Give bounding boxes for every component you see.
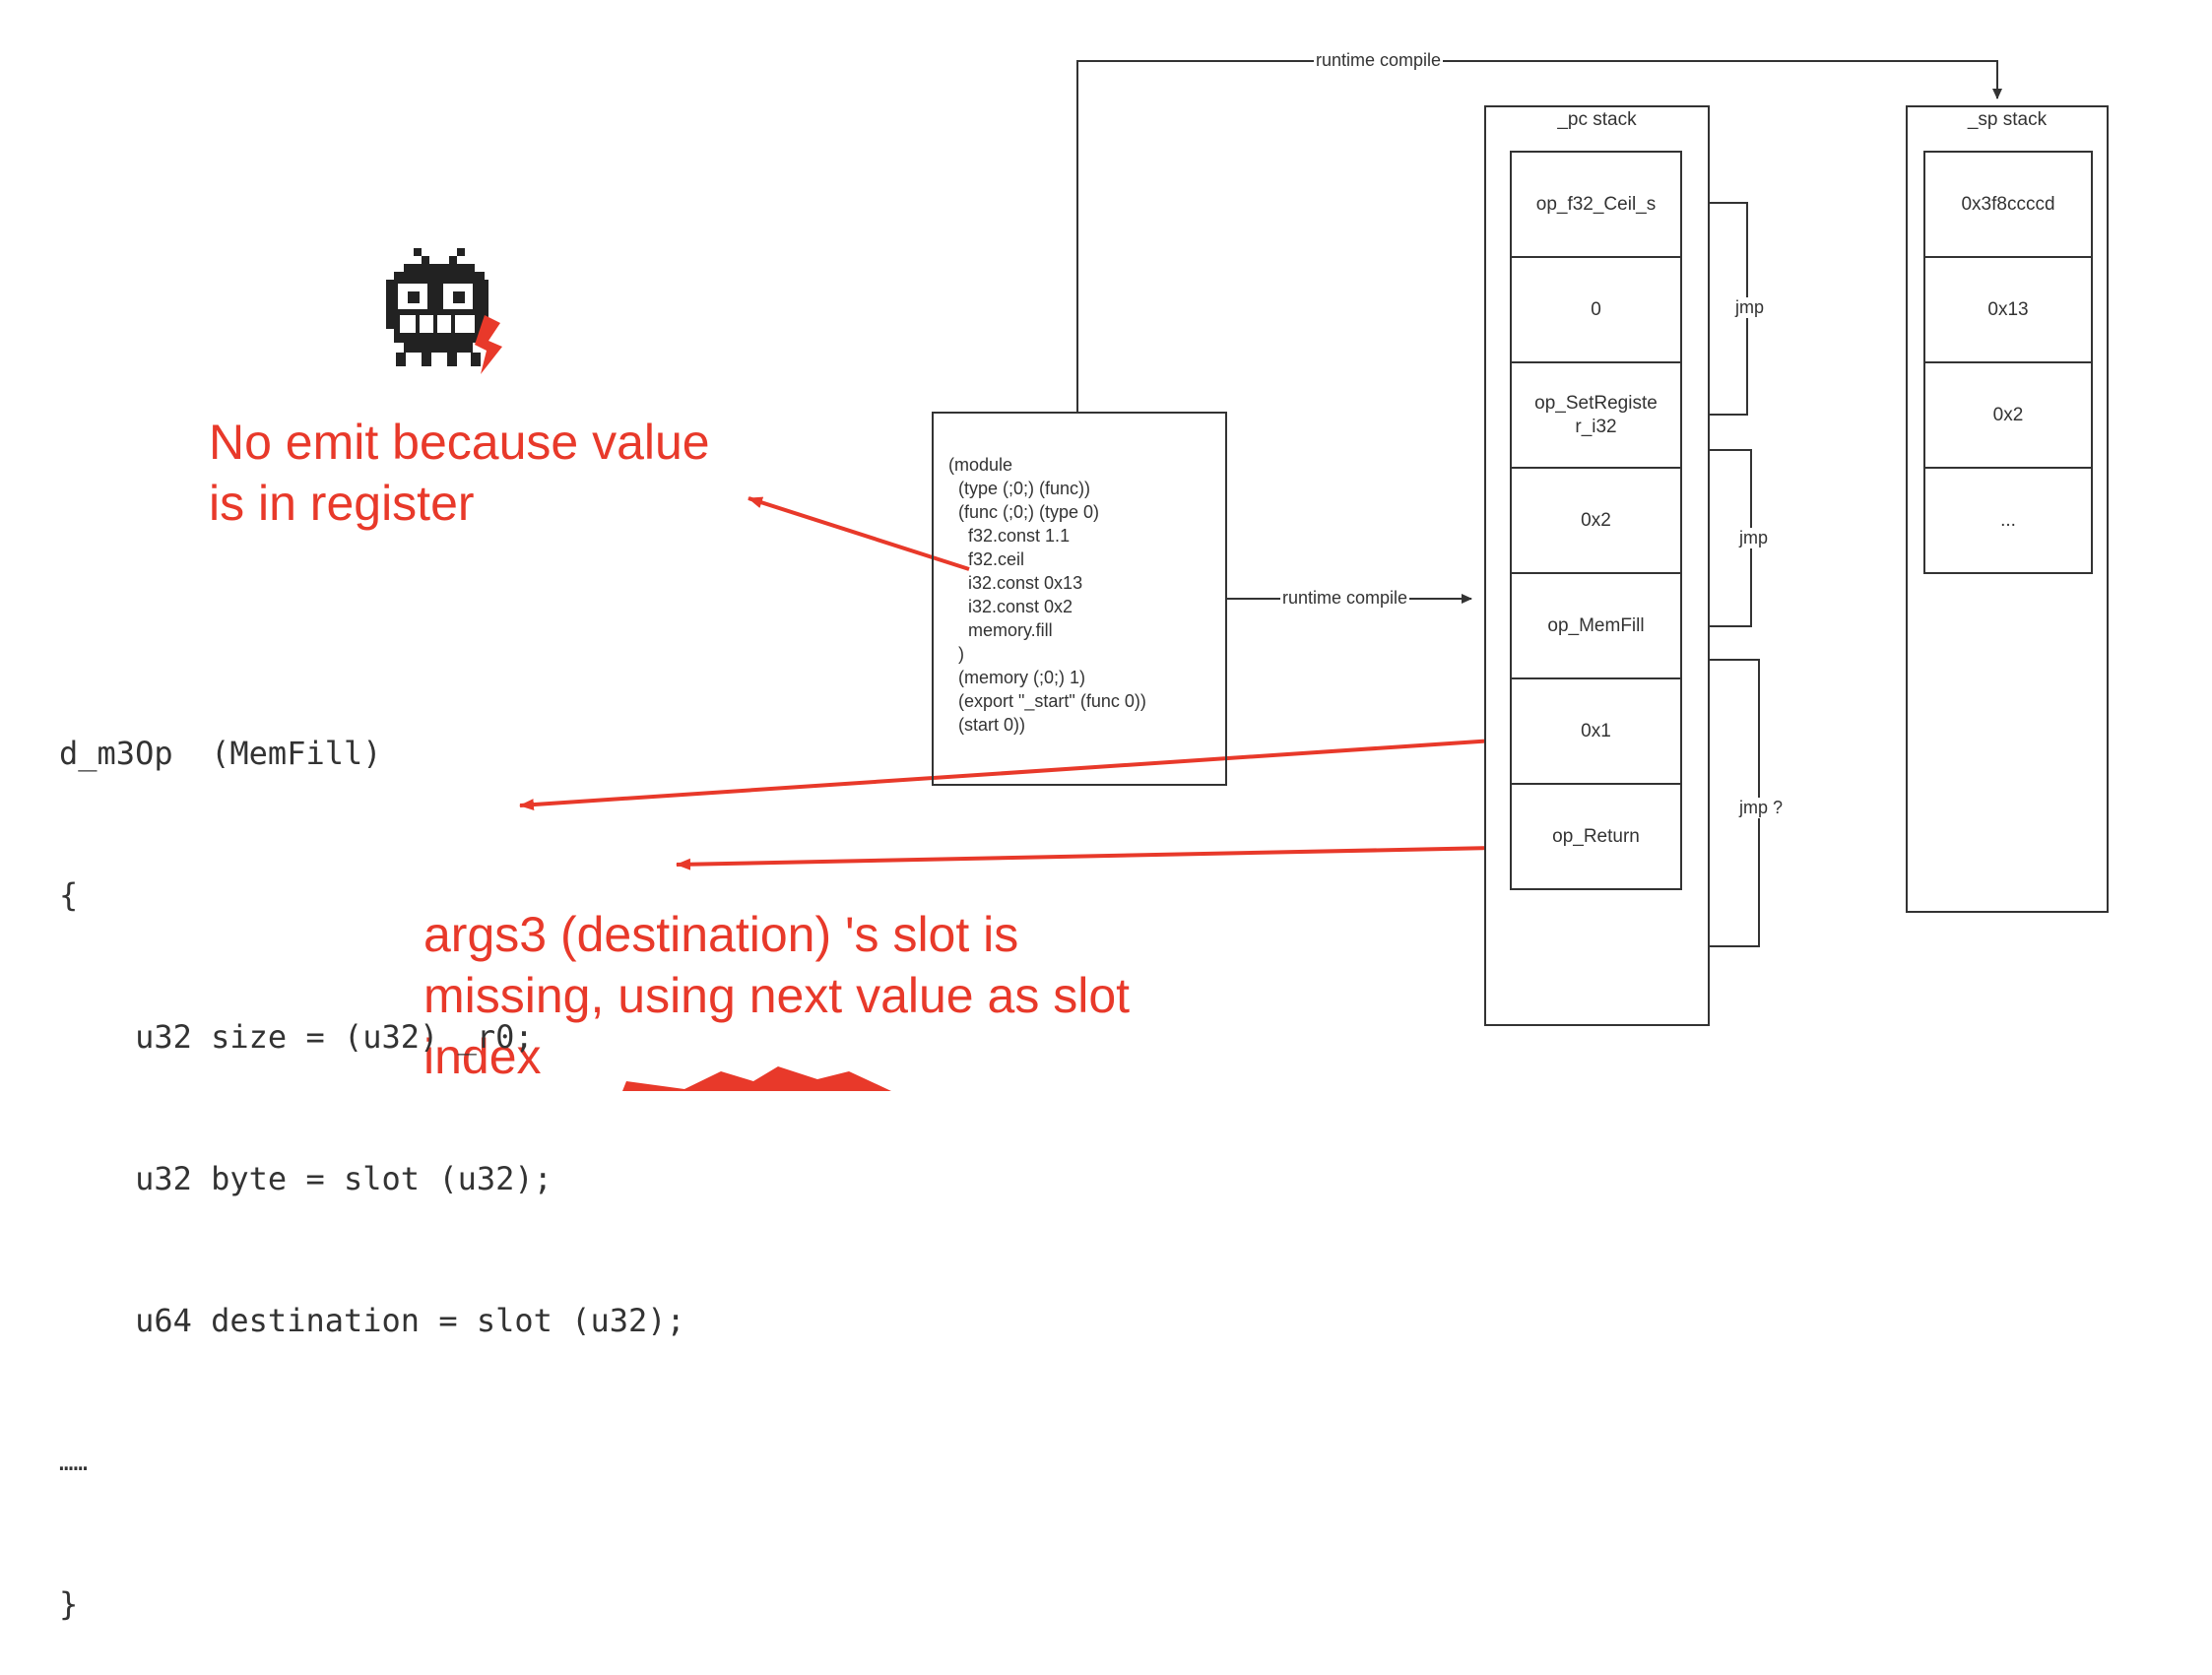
pc-cell-op-setregister: op_SetRegiste r_i32 bbox=[1510, 361, 1682, 469]
pc-cell-op-return: op_Return bbox=[1510, 783, 1682, 890]
code-line-7: } bbox=[59, 1585, 79, 1623]
sp-cell-ellipsis: ... bbox=[1923, 467, 2093, 574]
pc-cell-op-f32-ceil: op_f32_Ceil_s bbox=[1510, 151, 1682, 258]
code-line-2: { bbox=[59, 876, 79, 914]
pc-cell-0x1: 0x1 bbox=[1510, 677, 1682, 785]
note-slot-missing-line1: args3 (destination) 's slot is bbox=[423, 907, 1019, 962]
pc-cell-op-memfill: op_MemFill bbox=[1510, 572, 1682, 679]
sp-cell-0x3f8ccccd: 0x3f8ccccd bbox=[1923, 151, 2093, 258]
code-line-1: d_m3Op (MemFill) bbox=[59, 735, 382, 772]
red-arrow-destination bbox=[676, 846, 1495, 870]
pc-cell-zero: 0 bbox=[1510, 256, 1682, 363]
jmp2-label: jmp bbox=[1737, 528, 1771, 548]
red-burst-shape bbox=[622, 1066, 891, 1091]
code-listing: d_m3Op (MemFill) { u32 size = (u32) _r0;… bbox=[59, 635, 685, 1675]
runtime-compile-top-label: runtime compile bbox=[1314, 50, 1444, 71]
bug-icon bbox=[374, 246, 512, 384]
jmp3-label: jmp ? bbox=[1737, 798, 1786, 818]
runtime-compile-mid-label: runtime compile bbox=[1280, 588, 1410, 609]
sp-cell-0x2: 0x2 bbox=[1923, 361, 2093, 469]
code-line-4: u32 byte = slot (u32); bbox=[59, 1160, 553, 1197]
wasm-module-box: (module (type (;0;) (func)) (func (;0;) … bbox=[932, 412, 1227, 786]
sp-stack-title: _sp stack bbox=[1967, 109, 2048, 130]
note-no-emit: No emit because value is in register bbox=[209, 412, 710, 534]
red-arrow-byte bbox=[519, 739, 1495, 811]
sp-cell-0x13: 0x13 bbox=[1923, 256, 2093, 363]
runtime-compile-top-arrow bbox=[1076, 60, 2002, 412]
note-slot-missing-line2: missing, using next value as slot bbox=[423, 968, 1131, 1023]
note-no-emit-line2: is in register bbox=[209, 476, 475, 531]
jmp1-label: jmp bbox=[1733, 297, 1767, 318]
note-slot-missing: args3 (destination) 's slot is missing, … bbox=[423, 904, 1130, 1087]
note-no-emit-line1: No emit because value bbox=[209, 415, 710, 470]
code-line-6: …… bbox=[59, 1449, 88, 1476]
code-line-3: u32 size = (u32) _r0; bbox=[59, 1018, 534, 1056]
code-line-5: u64 destination = slot (u32); bbox=[59, 1302, 685, 1339]
pc-cell-0x2: 0x2 bbox=[1510, 467, 1682, 574]
pc-stack-title: _pc stack bbox=[1557, 109, 1637, 130]
note-slot-missing-line3: index bbox=[423, 1029, 542, 1084]
